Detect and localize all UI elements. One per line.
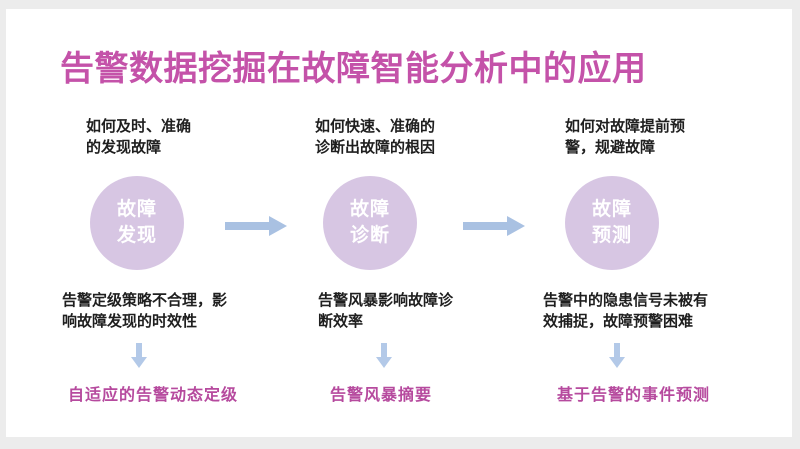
stage-circle: 故障 发现 bbox=[90, 176, 184, 270]
question-text: 如何对故障提前预 警，规避故障 bbox=[565, 118, 686, 156]
arrow-right-icon bbox=[225, 216, 287, 236]
problem-text: 告警中的隐患信号未被有 效捕捉，故障预警困难 bbox=[543, 292, 709, 330]
stage-circle: 故障 诊断 bbox=[323, 176, 417, 270]
arrow-down-icon bbox=[376, 343, 392, 368]
solution-text: 基于告警的事件预测 bbox=[557, 387, 711, 404]
stage-circle: 故障 预测 bbox=[565, 176, 659, 270]
solution-text: 自适应的告警动态定级 bbox=[68, 387, 239, 404]
slide: 告警数据挖掘在故障智能分析中的应用 如何及时、准确 的发现故障 故障 发现 告警… bbox=[6, 9, 792, 437]
solution-text: 告警风暴摘要 bbox=[330, 387, 433, 404]
problem-text: 告警定级策略不合理，影 响故障发现的时效性 bbox=[62, 292, 228, 330]
stage-label: 故障 诊断 bbox=[349, 199, 390, 246]
question-text: 如何及时、准确 的发现故障 bbox=[86, 118, 192, 156]
question-text: 如何快速、准确的 诊断出故障的根因 bbox=[315, 118, 436, 156]
page-title: 告警数据挖掘在故障智能分析中的应用 bbox=[60, 50, 647, 88]
arrow-down-icon bbox=[609, 343, 625, 368]
stage-label: 故障 发现 bbox=[116, 199, 157, 246]
arrow-down-icon bbox=[131, 343, 147, 368]
arrow-right-icon bbox=[463, 216, 525, 236]
stage-label: 故障 预测 bbox=[591, 199, 632, 246]
problem-text: 告警风暴影响故障诊 断效率 bbox=[318, 292, 454, 330]
